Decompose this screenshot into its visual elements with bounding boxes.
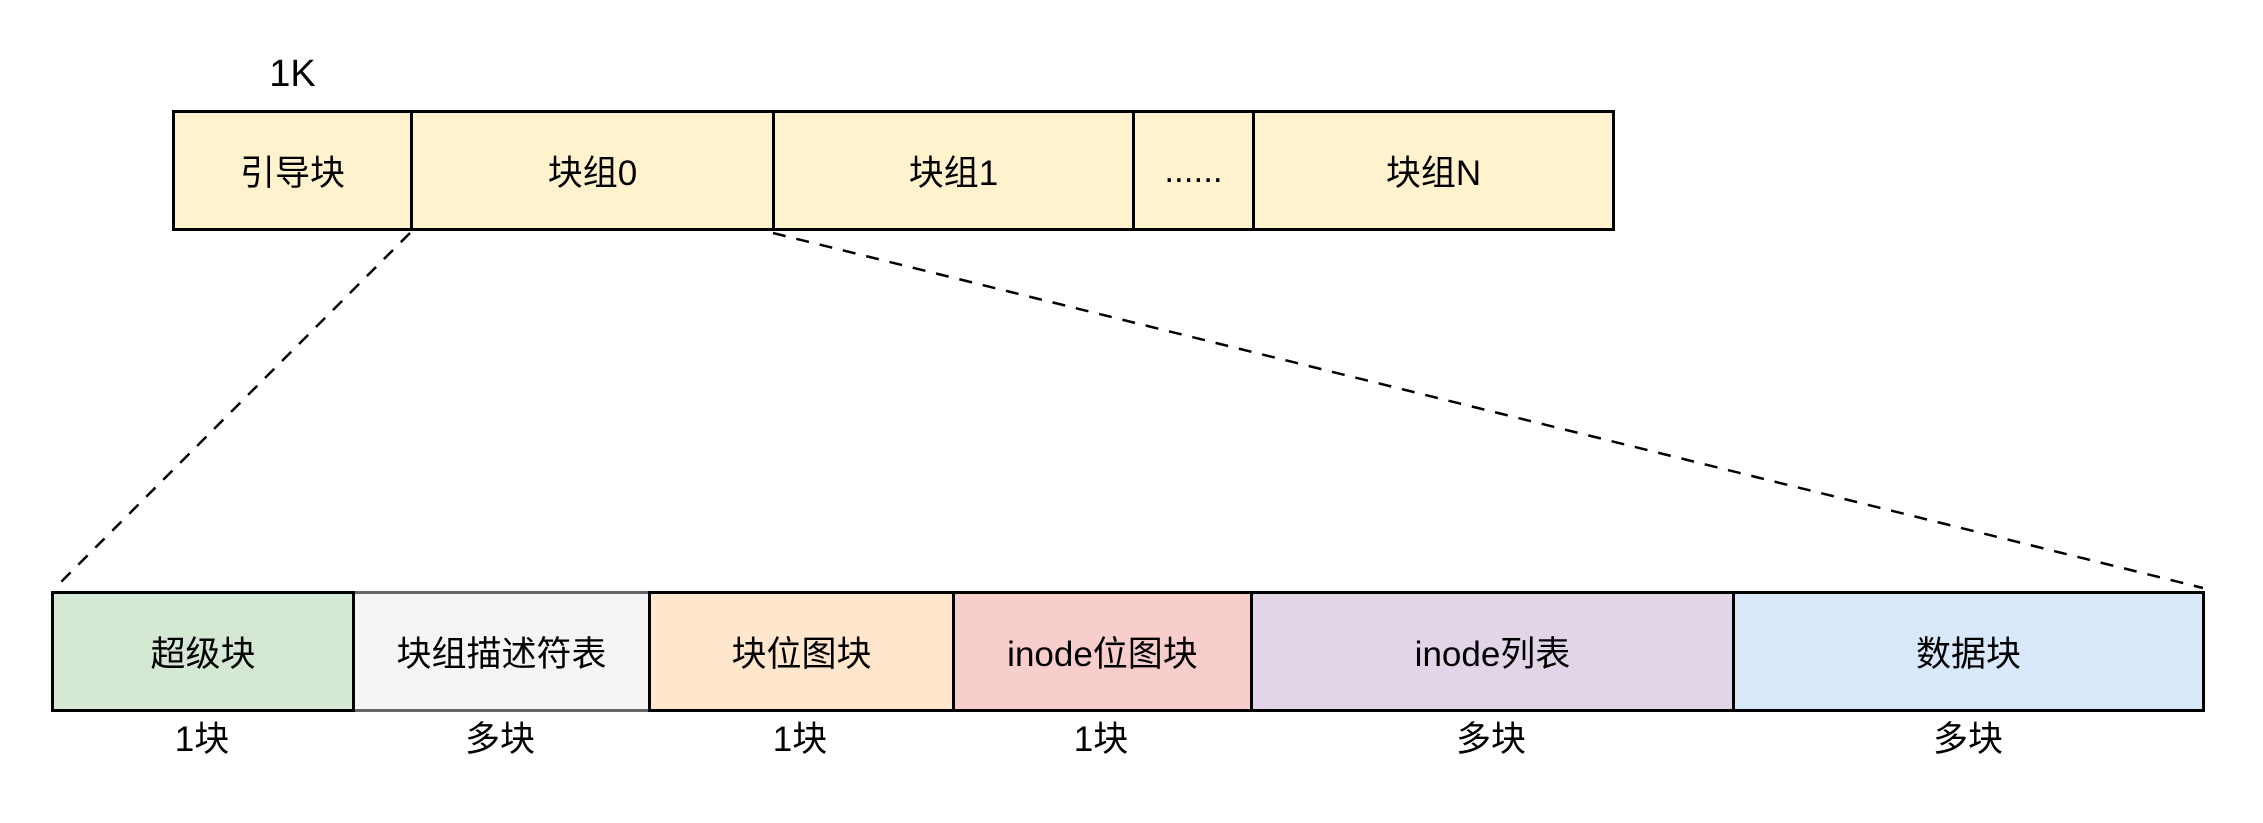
expansion-line-right xyxy=(772,231,2204,590)
size-label-block-bitmap: 1块 xyxy=(772,720,828,759)
block-group-detail-bar: 超级块 块组描述符表 块位图块 inode位图块 inode列表 数据块 xyxy=(51,591,2205,712)
size-label-inode-bitmap: 1块 xyxy=(1073,720,1129,759)
block-segment-inode-bitmap: inode位图块 xyxy=(952,591,1253,712)
disk-segment-block-group-0: 块组0 xyxy=(410,110,775,231)
block-segment-inode-table: inode列表 xyxy=(1250,591,1735,712)
block-segment-super-block: 超级块 xyxy=(51,591,355,712)
size-label-data-blocks: 多块 xyxy=(1932,720,2003,759)
size-label-group-descriptor-table: 多块 xyxy=(464,720,535,759)
block-segment-data-blocks: 数据块 xyxy=(1732,591,2205,712)
boot-block-size-annotation: 1K xyxy=(269,53,316,95)
disk-bar: 引导块 块组0 块组1 ...... 块组N xyxy=(172,110,1615,231)
disk-segment-block-group-n: 块组N xyxy=(1252,110,1615,231)
block-segment-group-descriptor-table: 块组描述符表 xyxy=(352,591,651,712)
disk-segment-ellipsis: ...... xyxy=(1132,110,1255,231)
size-label-super-block: 1块 xyxy=(174,720,230,759)
disk-segment-block-group-1: 块组1 xyxy=(772,110,1135,231)
expansion-line-left xyxy=(54,232,411,589)
block-segment-block-bitmap: 块位图块 xyxy=(648,591,955,712)
size-label-inode-table: 多块 xyxy=(1455,720,1526,759)
disk-segment-boot-block: 引导块 xyxy=(172,110,413,231)
